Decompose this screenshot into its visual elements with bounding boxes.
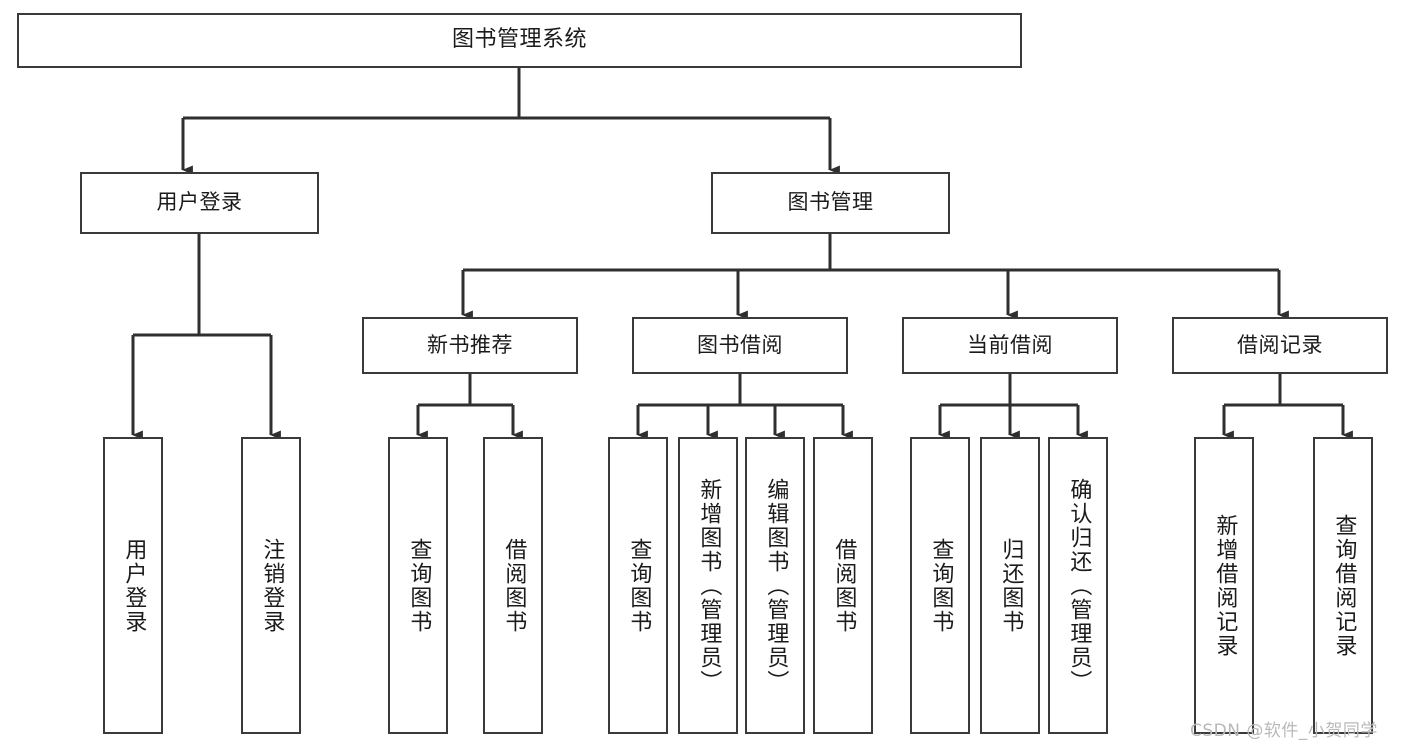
node-root[interactable]: 图书管理系统 [17, 13, 1022, 68]
node-level3-1[interactable]: 图书借阅 [632, 317, 848, 374]
csdn-watermark: CSDN @软件_小贺同学 [1190, 721, 1378, 741]
node-leaf-9[interactable]: 归还图书 [980, 437, 1040, 734]
node-leaf-5[interactable]: 新增图书（管理员） [678, 437, 738, 734]
node-label: 借阅图书 [831, 537, 857, 634]
node-label: 图书管理系统 [451, 27, 587, 53]
node-label: 新增图书（管理员） [696, 477, 722, 694]
node-label: 查询借阅记录 [1331, 513, 1357, 658]
node-label: 用户登录 [156, 190, 243, 215]
node-leaf-11[interactable]: 新增借阅记录 [1194, 437, 1254, 734]
node-leaf-0[interactable]: 用户登录 [103, 437, 163, 734]
node-level2-1[interactable]: 图书管理 [711, 172, 950, 234]
node-label: 编辑图书（管理员） [763, 477, 789, 694]
node-label: 查询图书 [626, 537, 652, 634]
node-label: 用户登录 [121, 537, 147, 634]
node-label: 注销登录 [259, 537, 285, 634]
node-label: 确认归还（管理员） [1066, 477, 1092, 694]
node-level3-2[interactable]: 当前借阅 [902, 317, 1118, 374]
node-label: 新增借阅记录 [1212, 513, 1238, 658]
node-level3-3[interactable]: 借阅记录 [1172, 317, 1388, 374]
node-leaf-8[interactable]: 查询图书 [910, 437, 970, 734]
node-label: 图书借阅 [697, 332, 783, 357]
node-leaf-2[interactable]: 查询图书 [388, 437, 448, 734]
node-leaf-7[interactable]: 借阅图书 [813, 437, 873, 734]
node-leaf-10[interactable]: 确认归还（管理员） [1048, 437, 1108, 734]
node-label: 借阅记录 [1237, 332, 1323, 357]
node-label: 查询图书 [928, 537, 954, 634]
node-label: 查询图书 [406, 537, 432, 634]
node-label: 借阅图书 [501, 537, 527, 634]
node-leaf-4[interactable]: 查询图书 [608, 437, 668, 734]
node-label: 图书管理 [787, 190, 874, 215]
node-label: 新书推荐 [427, 332, 513, 357]
node-leaf-3[interactable]: 借阅图书 [483, 437, 543, 734]
node-leaf-1[interactable]: 注销登录 [241, 437, 301, 734]
node-leaf-6[interactable]: 编辑图书（管理员） [745, 437, 805, 734]
node-level3-0[interactable]: 新书推荐 [362, 317, 578, 374]
node-label: 当前借阅 [967, 332, 1053, 357]
node-label: 归还图书 [998, 537, 1024, 634]
node-leaf-12[interactable]: 查询借阅记录 [1313, 437, 1373, 734]
node-level2-0[interactable]: 用户登录 [80, 172, 319, 234]
